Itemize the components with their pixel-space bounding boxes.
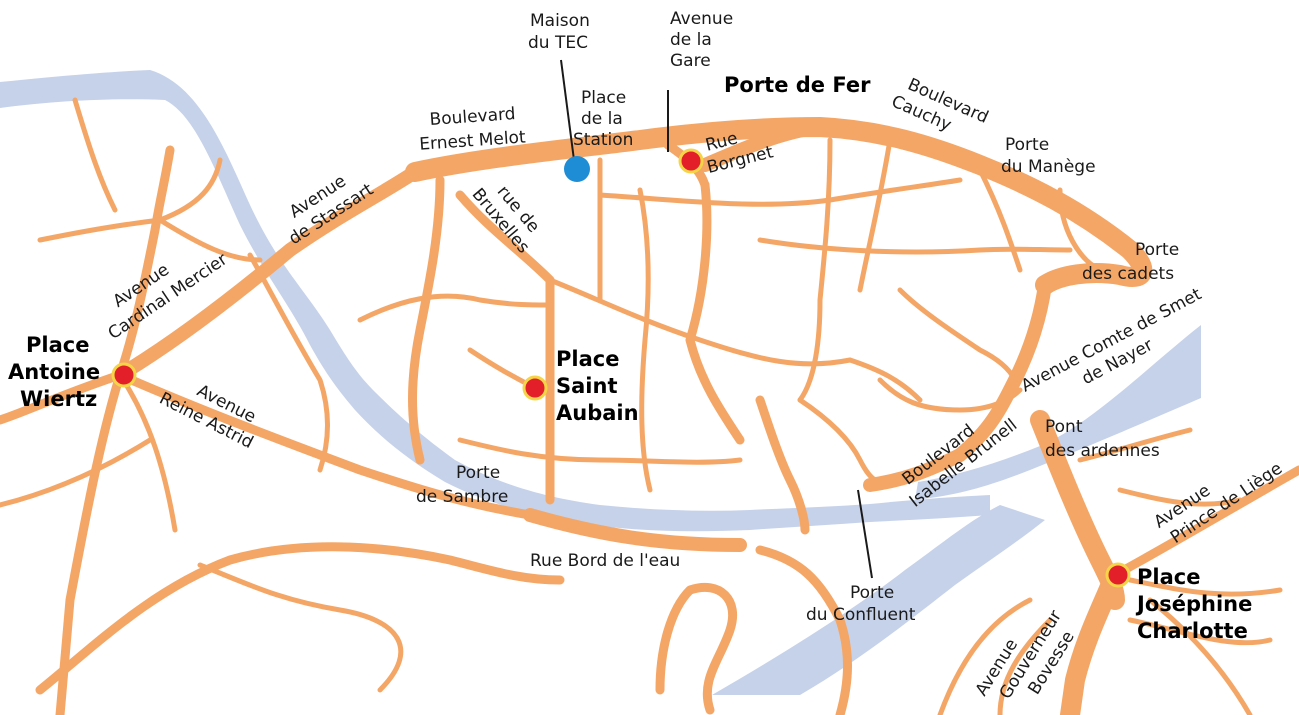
label-porte-du-manege: Porte du Manège (1001, 135, 1096, 177)
road-c10 (797, 137, 833, 403)
road-c19 (1057, 187, 1103, 273)
pointer-porte-du-confluent (857, 489, 873, 579)
road-w4 (0, 437, 153, 508)
avenue-reine-astrid (115, 370, 535, 520)
road-c4 (547, 277, 853, 367)
road-w1 (37, 157, 223, 243)
road-c7 (637, 187, 653, 493)
label-rue-bord-de-leau: Rue Bord de l'eau (530, 551, 680, 571)
road-s4 (755, 545, 852, 715)
pointer-maison-du-tec (560, 59, 575, 161)
road-wiertz-north (115, 145, 175, 380)
label-boulevard-ernest-melot: Boulevard Ernest Melot (417, 103, 527, 154)
label-avenue-prince-de-liege: Avenue Prince de Liège (1150, 440, 1286, 550)
label-avenue-de-stassart: Avenue de Stassart (273, 161, 377, 249)
avenue-de-stassart (113, 165, 422, 382)
road-rue-borgnet (698, 120, 827, 172)
road-c1 (408, 175, 445, 465)
road-e4 (1127, 617, 1273, 646)
river-meuse-south (712, 505, 1045, 695)
road-c20 (847, 357, 923, 403)
road-w6 (72, 97, 118, 213)
pointer-lines (560, 59, 873, 579)
road-c2 (357, 293, 553, 323)
road-w3 (117, 372, 178, 533)
label-porte-des-cadets: Porte des cadets (1082, 240, 1185, 284)
avenue-bovesse (1060, 565, 1125, 715)
label-porte-de-sambre: Porte de Sambre (416, 463, 508, 507)
road-e5 (937, 597, 1033, 715)
road-wiertz-west (0, 370, 125, 425)
label-place-de-la-station: Place de la Station (573, 88, 633, 150)
label-place-josephine-charlotte: Place Joséphine Charlotte (1135, 565, 1260, 643)
road-e2 (1117, 487, 1243, 507)
label-place-antoine-wiertz: Place Antoine Wiertz (8, 333, 107, 411)
road-c13 (897, 287, 1018, 383)
road-c9 (755, 395, 810, 535)
road-e1 (1077, 427, 1193, 463)
label-avenue-de-la-gare: Avenue de la Gare (670, 9, 739, 71)
rivers (0, 70, 1201, 695)
label-maison-du-tec: Maison du TEC (528, 11, 595, 53)
maison-du-tec-marker[interactable] (564, 156, 590, 182)
road-s3 (655, 582, 738, 715)
avenue-prince-de-liege (1110, 465, 1299, 580)
place-antoine-wiertz-marker[interactable] (111, 362, 137, 388)
boulevard-ring (405, 117, 1153, 295)
road-c18 (977, 167, 1023, 273)
road-c11 (857, 137, 893, 293)
rue-borgnet-marker[interactable] (678, 148, 704, 174)
rue-de-bruxelles (455, 190, 555, 285)
road-s2 (197, 562, 404, 693)
road-e3 (1127, 577, 1283, 597)
rue-bord-de-leau (523, 508, 747, 552)
label-porte-du-confluent: Porte du Confluent (806, 583, 916, 625)
label-porte-de-fer: Porte de Fer (724, 73, 871, 97)
markers (111, 148, 1131, 588)
road-s1 (35, 542, 565, 695)
road-e6 (997, 617, 1053, 715)
place-labels: Porte de Fer Place Antoine Wiertz Place … (8, 73, 1260, 643)
river-meuse (915, 325, 1201, 500)
road-c8 (597, 177, 963, 207)
road-c16 (457, 437, 743, 465)
road-e7 (1147, 597, 1253, 715)
road-c6 (685, 180, 745, 445)
road-w5 (247, 252, 330, 473)
road-c15 (797, 397, 908, 487)
label-pont-des-ardennes: Pont des ardennes (1045, 417, 1160, 461)
label-place-saint-aubain: Place Saint Aubain (556, 347, 639, 425)
place-saint-aubain-marker[interactable] (522, 375, 548, 401)
road-c14 (877, 377, 1023, 413)
road-wiertz-south (55, 370, 125, 715)
place-josephine-charlotte-marker[interactable] (1105, 562, 1131, 588)
road-c12 (757, 237, 1073, 255)
